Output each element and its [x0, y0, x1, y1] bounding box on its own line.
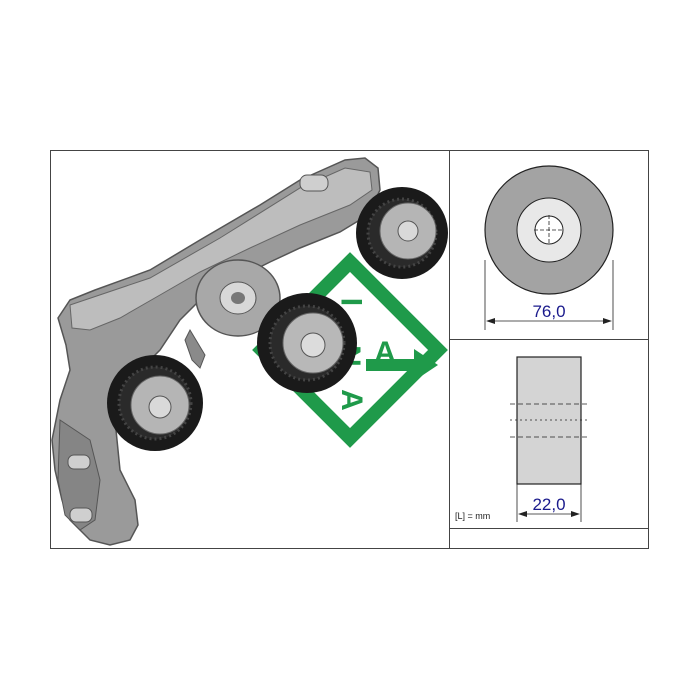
pulley-side-icon	[510, 356, 588, 485]
unit-note: [L] = mm	[455, 511, 490, 521]
diameter-dimension: 76,0	[484, 260, 614, 330]
svg-text:I: I	[336, 298, 369, 306]
direction-arrow-icon	[366, 349, 438, 381]
pulley-face-icon	[484, 165, 614, 295]
width-dimension: 22,0	[516, 484, 582, 522]
svg-text:A: A	[335, 389, 368, 411]
panel-frame	[50, 150, 649, 549]
diameter-label: 76,0	[532, 302, 565, 321]
belt-tensioner-assembly-icon	[51, 157, 448, 546]
width-label: 22,0	[532, 495, 565, 514]
